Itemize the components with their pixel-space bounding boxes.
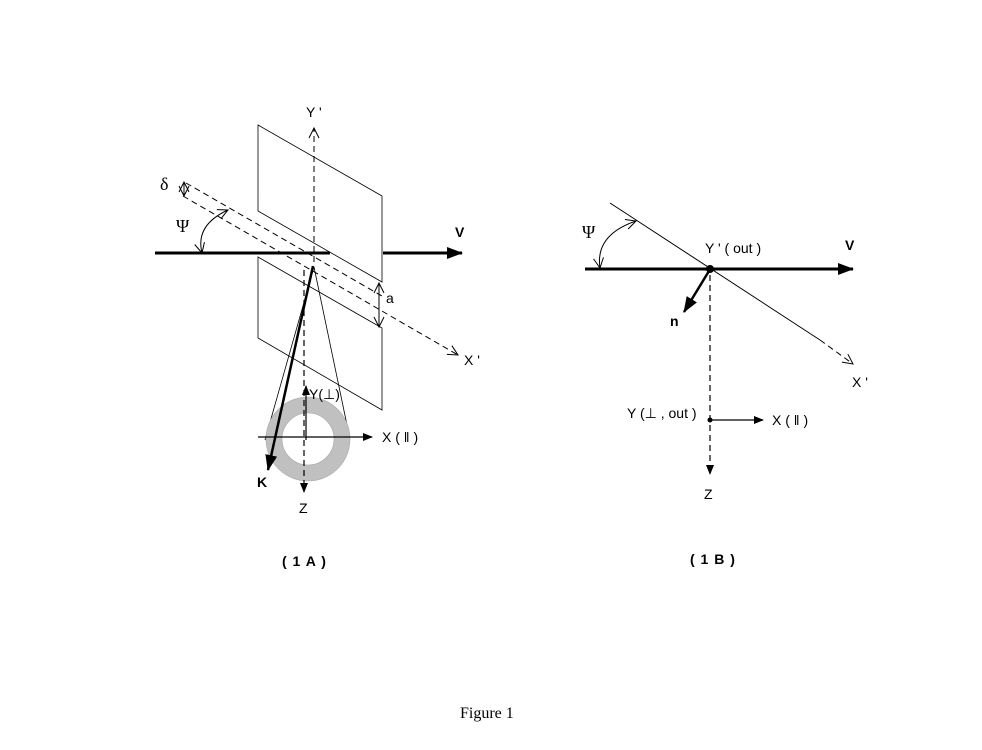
panel-1a: Y ' δ Ψ V a X ' Y(⊥) X ( ‖ ) K Z ( 1 A ) — [155, 104, 480, 569]
ring-outline-inner — [281, 412, 335, 466]
x-prime-line-dashed — [819, 339, 853, 364]
label-x-par-b: X ( ‖ ) — [772, 412, 808, 428]
label-psi: Ψ — [176, 216, 190, 236]
label-n: n — [670, 313, 679, 329]
cone-right-edge — [313, 266, 348, 426]
label-y-perp-out: Y (⊥ , out ) — [627, 405, 697, 421]
label-y-prime-out: Y ' ( out ) — [705, 240, 761, 256]
figure-caption: Figure 1 — [460, 705, 514, 722]
lower-plane — [257, 256, 383, 411]
label-delta: δ — [160, 174, 168, 194]
label-psi-b: Ψ — [582, 222, 596, 242]
oblique-dashed-line — [185, 182, 383, 297]
psi-angle-arc-b — [599, 221, 636, 268]
label-a: a — [386, 290, 394, 306]
caption-1a: ( 1 A ) — [282, 553, 327, 569]
label-v-b: V — [845, 237, 855, 253]
k-vector — [265, 265, 315, 471]
psi-angle-arc — [201, 210, 228, 253]
upper-plane — [257, 124, 383, 283]
label-x-prime: X ' — [464, 352, 480, 368]
caption-1b: ( 1 B ) — [690, 551, 736, 567]
ring-outline-outer — [265, 396, 351, 482]
label-x-par: X ( ‖ ) — [382, 429, 418, 445]
label-k: K — [257, 474, 267, 490]
label-y-prime: Y ' — [306, 104, 322, 120]
n-vector — [682, 270, 711, 313]
label-z-b: Z — [704, 486, 713, 502]
emission-ring — [266, 397, 350, 481]
x-prime-line-solid — [609, 202, 821, 341]
x-prime-axis — [182, 195, 458, 355]
panel-1b: Ψ Y ' ( out ) V n X ' Y (⊥ , out ) X ( ‖… — [582, 202, 868, 567]
label-v: V — [455, 224, 465, 240]
label-z: Z — [299, 500, 308, 516]
label-y-perp: Y(⊥) — [309, 386, 340, 402]
label-x-prime-b: X ' — [852, 374, 868, 390]
